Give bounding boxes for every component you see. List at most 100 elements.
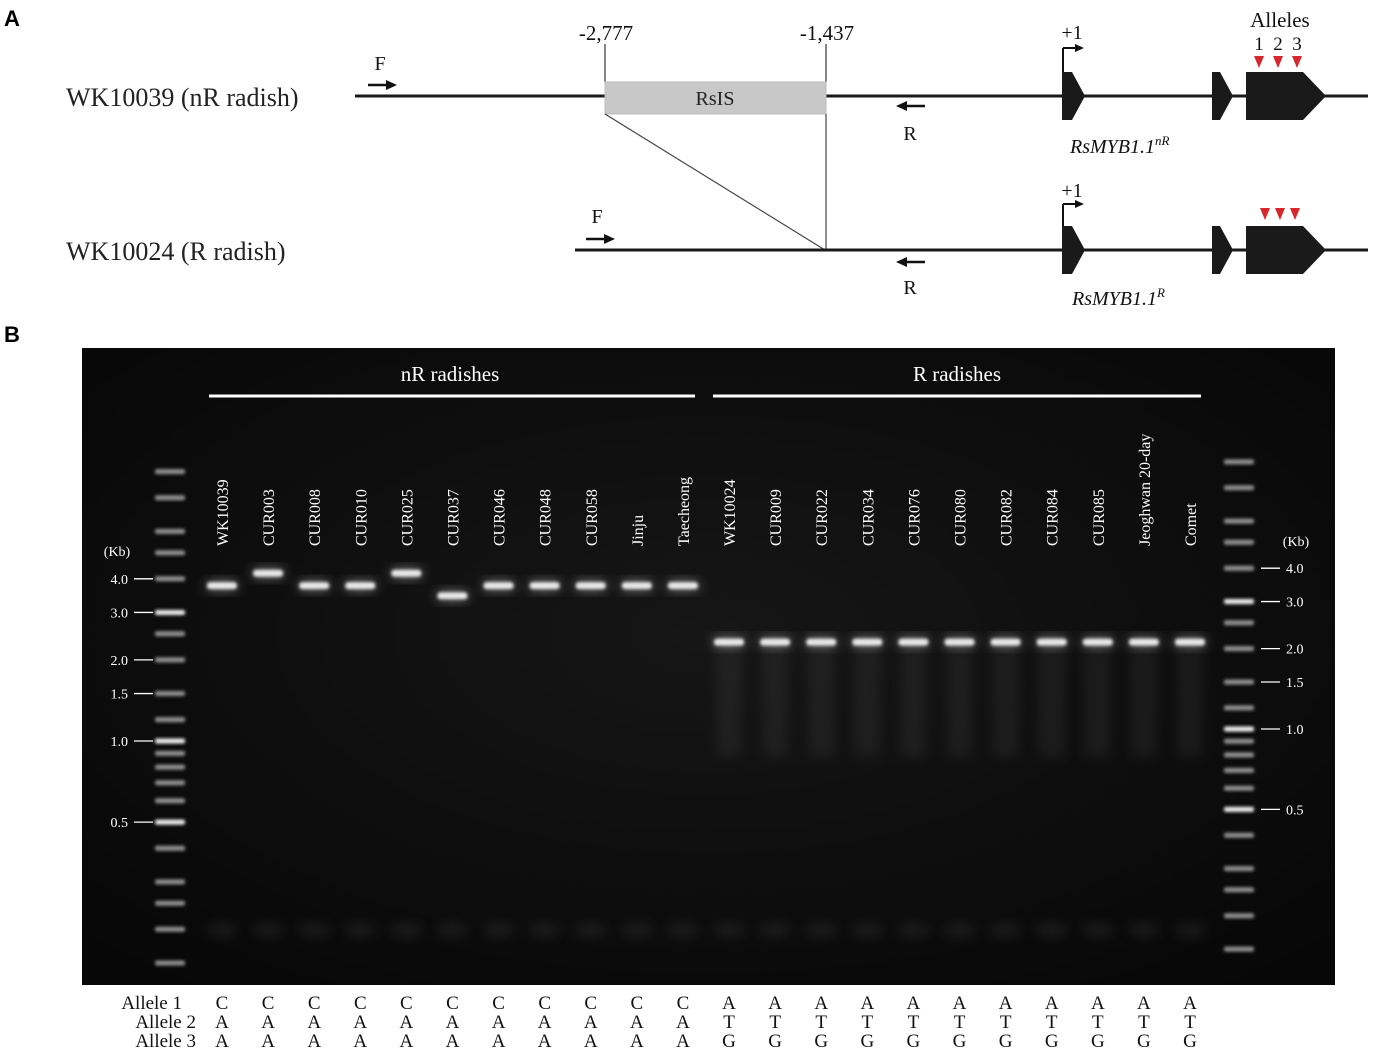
primer-r-label: R [903,123,917,145]
ladder-tick-label: 0.5 [111,816,129,831]
lane-smear [946,647,973,758]
gel-lane: CUR008 [298,489,331,937]
ladder-band [1224,518,1254,524]
lane-label: WK10024 [722,479,739,546]
ladder-band [155,631,185,637]
allele-cell: A [768,993,782,1014]
ladder-band [155,657,185,663]
allele-table: Allele 1 Allele 2 Allele 3 CAACAACAACAAC… [121,993,1197,1052]
ladder-ticks-right: 4.03.02.01.51.00.50.1 [1261,562,1304,1005]
gel-lane: CUR080 [943,489,976,937]
allele-number-2: 2 [1273,34,1283,55]
primer-dimer [759,923,792,937]
lane-label: CUR025 [399,489,416,546]
ladder-band [155,691,185,697]
gel-lane: CUR037 [436,489,469,937]
pcr-band [529,582,560,590]
allele-cell: C [216,993,229,1014]
lane-label: CUR084 [1045,489,1062,546]
allele-cell: G [814,1031,828,1052]
allele-cell: A [999,993,1013,1014]
rsis-label: RsIS [696,88,735,110]
gel-lane: CUR010 [344,489,377,937]
ladder-band [155,926,185,932]
primer-dimer [851,923,884,937]
lane-label: CUR022 [814,489,831,546]
lane-smear [808,647,835,758]
gel-lane: CUR082 [989,489,1022,937]
allele-cell: A [400,1012,414,1033]
pcr-band [1175,638,1205,646]
ladder-band [1224,679,1254,685]
allele-cell: C [538,993,551,1014]
lane-label: Taecheong [676,477,693,546]
allele-cell: C [492,993,505,1014]
ladder-tick-label: 1.5 [1286,676,1304,691]
primer-dimer [1174,923,1206,937]
allele-cell: A [307,1031,321,1052]
lane-smear [854,647,881,758]
forward-primer-arrow-icon [368,80,397,90]
exon-1 [1062,72,1085,120]
pcr-band [437,592,468,600]
pcr-band [667,582,698,590]
ladder-tick-label: 3.0 [111,606,129,621]
allele-cell: A [538,1031,552,1052]
gel-lane: CUR085 [1081,489,1114,937]
gel-lane: CUR034 [851,489,884,937]
allele-cell: A [353,1031,367,1052]
ladder-band [1224,785,1254,791]
ladder-tick-label: 4.0 [1286,562,1304,577]
reverse-primer-arrow-icon [896,101,925,111]
kb-unit-right: (Kb) [1283,535,1310,550]
construct-nr: WK10039 (nR radish) F -2,777 -1,437 RsIS… [66,21,1368,158]
ladder-lane-left [155,469,185,1013]
ladder-band [155,717,185,723]
ladder-band [1224,993,1254,999]
allele-cell: A [492,1031,506,1052]
allele-cell: T [954,1012,966,1033]
pcr-band [990,638,1021,646]
gel-lane: CUR046 [482,489,515,937]
primer-dimer [390,923,423,937]
lane-smear [1177,647,1203,758]
primer-dimer [620,923,653,937]
allele-cell: A [215,1031,229,1052]
ladder-band [1224,887,1254,893]
ladder-band [1224,620,1254,626]
ladder-band [155,879,185,885]
ladder-ticks-left: 4.03.02.01.51.00.50.1 [111,573,153,1019]
allele-cell: A [215,1012,229,1033]
allele-cell: G [768,1031,782,1052]
ladder-band [155,819,185,825]
lane-label: CUR010 [353,489,370,546]
lane-label: CUR037 [445,489,462,546]
lane-label: CUR082 [999,489,1016,546]
lane-label: CUR003 [261,489,278,546]
gel-lane: Comet [1174,503,1206,937]
lane-label: Comet [1183,503,1200,546]
ladder-band [155,576,185,582]
lane-label: Jeoghwan 20-day [1137,434,1154,546]
primer-dimer [436,923,469,937]
pcr-band [299,582,330,590]
ladder-band [1224,485,1254,491]
ladder-band [1224,806,1254,812]
lane-label: Jinju [630,515,647,546]
ladder-tick-label: 1.0 [111,735,129,750]
deletion-left-line [604,113,826,251]
allele-cell: A [1137,993,1151,1014]
primer-dimer [252,923,285,937]
primer-dimer [344,923,377,937]
allele-cell: A [353,1012,367,1033]
allele-cell: G [999,1031,1013,1052]
gene-name-nr: RsMYB1.1nR [1069,133,1170,158]
allele-cell: G [1137,1031,1151,1052]
allele-cell: T [908,1012,920,1033]
ladder-band [1224,705,1254,711]
pcr-band [391,569,422,577]
ladder-band [155,780,185,786]
allele-cell: A [1091,993,1105,1014]
panel-a-label: A [4,6,20,31]
